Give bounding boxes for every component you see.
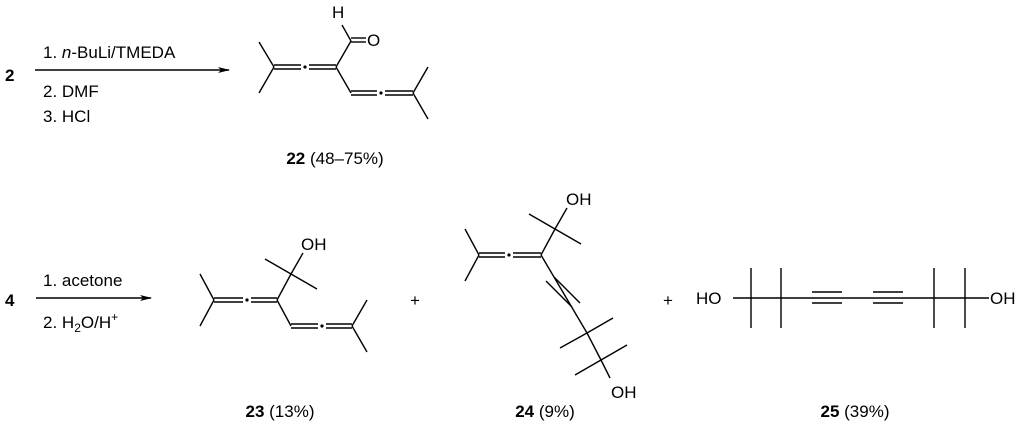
- product-24-label: 24 (9%): [515, 402, 575, 421]
- molecule-23: OH: [199, 235, 368, 353]
- atom-o: O: [367, 31, 380, 50]
- reactant-4-label: 4: [5, 291, 15, 310]
- condition-acid: 2. H2O/H+: [43, 310, 118, 335]
- plus-sign-2: +: [663, 291, 673, 310]
- plus-sign-1: +: [410, 291, 420, 310]
- condition-step1: 1. n-BuLi/TMEDA: [43, 43, 176, 62]
- reaction-1: 2 1. n-BuLi/TMEDA 2. DMF 3. HCl H O 22 (…: [5, 3, 429, 168]
- condition-step3: 3. HCl: [43, 107, 90, 126]
- molecule-24: OH OH: [464, 190, 637, 402]
- atom-oh: OH: [990, 289, 1016, 308]
- reaction-2: 4 1. acetone 2. H2O/H+ OH 23 (13%) +: [5, 190, 1016, 421]
- product-23-label: 23 (13%): [245, 402, 314, 421]
- product-25-label: 25 (39%): [820, 402, 889, 421]
- atom-oh: OH: [301, 235, 327, 254]
- condition-step2: 2. DMF: [43, 82, 99, 101]
- atom-ho: HO: [696, 289, 722, 308]
- atom-h: H: [332, 3, 344, 22]
- atom-oh-top: OH: [566, 190, 592, 209]
- molecule-22: H O: [258, 3, 429, 120]
- reactant-2-label: 2: [5, 66, 14, 85]
- atom-oh-bottom: OH: [611, 383, 637, 402]
- condition-acetone: 1. acetone: [43, 271, 122, 290]
- product-22-label: 22 (48–75%): [286, 149, 383, 168]
- molecule-25: HO OH: [696, 268, 1016, 328]
